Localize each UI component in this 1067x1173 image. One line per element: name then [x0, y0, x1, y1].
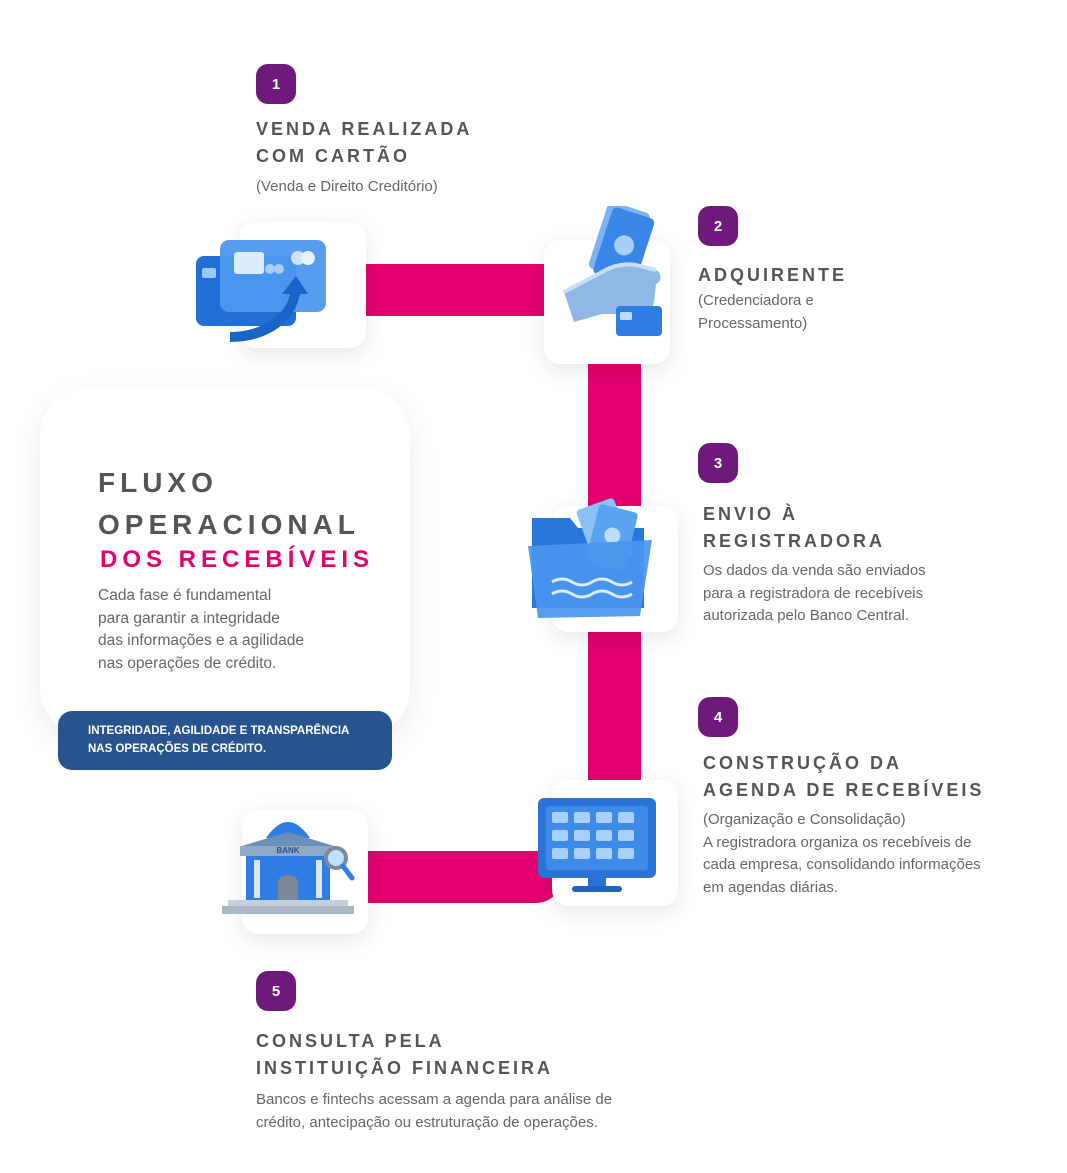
- step-4-badge: 4: [698, 697, 738, 737]
- step-4-description-line: A registradora organiza os recebíveis de: [703, 833, 972, 851]
- step-4-description: (Organização e Consolidação) A registrad…: [703, 809, 981, 899]
- step-3-title: ENVIO À REGISTRADORA: [703, 501, 885, 555]
- step-1-title-line: VENDA REALIZADA: [256, 119, 473, 139]
- hand-money-icon: [556, 206, 668, 346]
- banner-line: NAS OPERAÇÕES DE CRÉDITO.: [88, 743, 267, 755]
- main-description-line: Cada fase é fundamental: [98, 587, 272, 604]
- step-5-title: CONSULTA PELA INSTITUIÇÃO FINANCEIRA: [256, 1028, 553, 1082]
- step-5-title-line: INSTITUIÇÃO FINANCEIRA: [256, 1058, 553, 1078]
- step-3-description: Os dados da venda são enviados para a re…: [703, 560, 926, 628]
- step-2-title: ADQUIRENTE: [698, 262, 847, 289]
- step-3-title-line: ENVIO À: [703, 504, 799, 524]
- step-2-badge: 2: [698, 206, 738, 246]
- step-4-title-line: CONSTRUÇÃO DA: [703, 753, 902, 773]
- step-3-description-line: autorizada pelo Banco Central.: [703, 607, 909, 624]
- credit-cards-icon: [190, 236, 340, 346]
- step-5-description-line: crédito, antecipação ou estruturação de …: [256, 1113, 598, 1131]
- step-3-title-line: REGISTRADORA: [703, 531, 886, 551]
- step-1-description: (Venda e Direito Creditório): [256, 176, 438, 199]
- step-2-description: (Credenciadora e Processamento): [698, 290, 814, 335]
- step-5-description-line: Bancos e fintechs acessam a agenda para …: [256, 1091, 613, 1108]
- main-description-line: das informações e a agilidade: [98, 632, 304, 649]
- main-title: FLUXO OPERACIONAL: [98, 462, 360, 546]
- step-4-title: CONSTRUÇÃO DA AGENDA DE RECEBÍVEIS: [703, 750, 984, 804]
- main-title-line: FLUXO: [98, 467, 218, 498]
- step-1-description-line: (Venda e Direito Creditório): [256, 178, 438, 195]
- main-description: Cada fase é fundamental para garantir a …: [98, 585, 304, 675]
- step-5-description: Bancos e fintechs acessam a agenda para …: [256, 1089, 612, 1134]
- step-4-title-line: AGENDA DE RECEBÍVEIS: [703, 780, 985, 800]
- step-2-description-line: (Credenciadora e: [698, 292, 814, 309]
- step-1-badge: 1: [256, 64, 296, 104]
- folder-money-icon: [526, 496, 656, 622]
- step-3-description-line: Os dados da venda são enviados: [703, 562, 926, 579]
- main-description-line: para garantir a integridade: [98, 609, 280, 627]
- main-title-line: OPERACIONAL: [98, 509, 360, 540]
- step-3-badge: 3: [698, 443, 738, 483]
- step-1-title: VENDA REALIZADA COM CARTÃO: [256, 116, 472, 170]
- banner-line: INTEGRIDADE, AGILIDADE E TRANSPARÊNCIA: [88, 725, 350, 737]
- integrity-banner: INTEGRIDADE, AGILIDADE E TRANSPARÊNCIA N…: [58, 711, 392, 770]
- connector-3-4: [588, 630, 641, 785]
- step-4-description-line: cada empresa, consolidando informações: [703, 856, 981, 873]
- bank-sign-text: BANK: [276, 846, 299, 855]
- monitor-agenda-icon: [536, 794, 660, 894]
- step-4-description-line: em agendas diárias.: [703, 878, 839, 896]
- step-2-description-line: Processamento): [698, 314, 808, 332]
- step-5-title-line: CONSULTA PELA: [256, 1031, 445, 1051]
- bank-icon: BANK: [222, 806, 356, 918]
- step-1-title-line: COM CARTÃO: [256, 146, 410, 166]
- main-description-line: nas operações de crédito.: [98, 654, 277, 672]
- connector-2-3: [588, 360, 641, 510]
- main-subtitle: DOS RECEBÍVEIS: [100, 546, 375, 573]
- step-2-title-line: ADQUIRENTE: [698, 265, 848, 285]
- connector-4-5: [366, 851, 562, 903]
- step-3-description-line: para a registradora de recebíveis: [703, 584, 924, 602]
- step-5-badge: 5: [256, 971, 296, 1011]
- step-4-description-line: (Organização e Consolidação): [703, 811, 906, 828]
- main-info-card: [40, 388, 410, 736]
